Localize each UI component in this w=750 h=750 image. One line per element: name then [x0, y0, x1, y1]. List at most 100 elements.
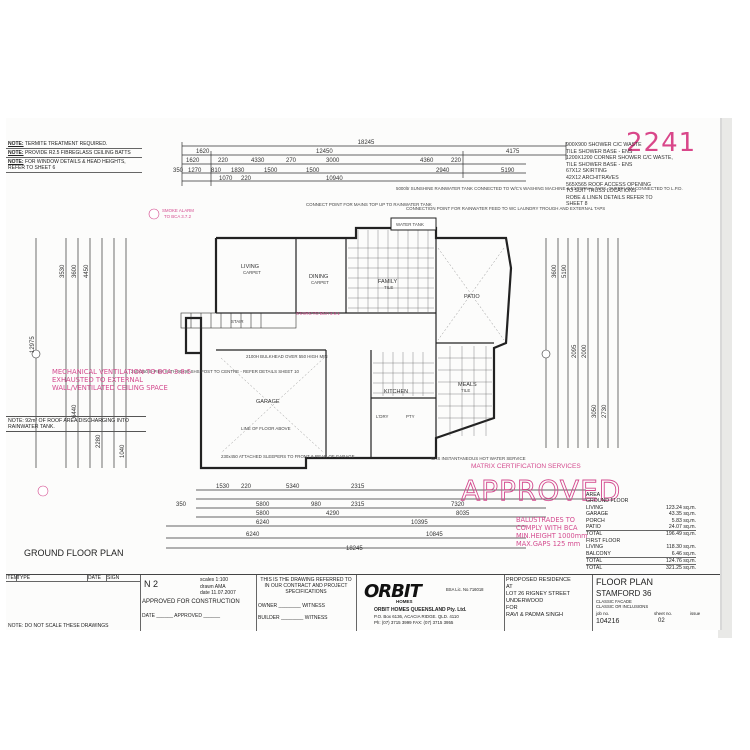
dim-bottom: 8035: [456, 511, 470, 517]
approval-cell: N 2 scales 1:100 drawn AMA date 11.07.20…: [140, 575, 257, 631]
company-cell: ORBIT HOMES BSA Lic. No.716018 ORBIT HOM…: [356, 575, 505, 631]
area-heading: AREA: [586, 492, 601, 498]
dim-top: 3000: [326, 158, 340, 164]
room-pantry: PTY: [406, 414, 415, 419]
room-family-floor: TILE: [384, 285, 393, 290]
sleepers-note: 230x450 ATTACHED SLEEPERS TO FRONT & REA…: [221, 454, 355, 459]
floor-plan-drawing: 18245 1620 12450 4175 1620 220 4330 270 …: [24, 140, 683, 558]
dim-top: 1270: [188, 168, 202, 174]
connect-point-note: CONNECT POINT FOR MAINS TOP UP TO RAINWA…: [306, 202, 432, 207]
revision-table: ITEM TYPE DATE SIGN NOTE: DO NOT SCALE T…: [6, 575, 141, 631]
dim-left: 2280: [96, 434, 102, 448]
room-living-floor: CARPET: [243, 270, 261, 275]
water-tank-symbol: [390, 217, 437, 231]
dim-top: 1620: [196, 149, 210, 155]
approved-stamp: APPROVED: [461, 474, 621, 507]
dim-bottom: 2315: [351, 484, 365, 490]
water-tank-label: WATER TANK: [396, 222, 424, 227]
dim-top: 4360: [420, 158, 434, 164]
dim-bottom: 6240: [246, 532, 260, 538]
mech-vent-icon: [37, 485, 49, 497]
dim-top: 220: [218, 158, 229, 164]
dim-right: 3050: [592, 404, 598, 418]
drawing-sheet: NOTE: TERMITE TREATMENT REQUIRED. NOTE: …: [6, 118, 720, 631]
mech-vent-note: MECHANICAL VENTILATION TO BCA 3.8.5 EXHA…: [52, 368, 192, 392]
area-first-heading: FIRST FLOOR: [586, 537, 621, 544]
dim-top: 220: [241, 176, 252, 182]
room-family: FAMILY: [378, 279, 397, 285]
contract-cell: THIS IS THE DRAWING REFERRED TO IN OUR C…: [256, 575, 357, 631]
dim-top: 12450: [316, 149, 333, 155]
balustrade-note: BALUSTRADES TO COMPLY WITH BCA MIN.HEIGH…: [516, 516, 588, 548]
room-garage: GARAGE: [256, 399, 280, 405]
dim-top: 5190: [501, 168, 515, 174]
tank-note: 5000ltr SUNSHINE RAINWATER TANK CONNECTE…: [396, 186, 683, 191]
line-of-floor-note: LINE OF FLOOR ABOVE: [241, 426, 291, 431]
dim-top: 1500: [306, 168, 320, 174]
dim-left: 6440: [72, 404, 78, 418]
stairs-compliance-note: STAIRS TO BCA 3.9.1: [296, 311, 340, 316]
plan-title: GROUND FLOOR PLAN: [24, 548, 124, 558]
dim-top: 1070: [219, 176, 233, 182]
sheet-info-cell: FLOOR PLAN STAMFORD 36 CLASSIC FACADE CL…: [596, 577, 701, 625]
dim-bottom: 10395: [411, 520, 428, 526]
room-kitchen: KITCHEN: [384, 389, 408, 395]
note-batts: NOTE: PROVIDE R2.5 FIBREGLASS CEILING BA…: [6, 149, 142, 158]
dim-left: 3600: [72, 264, 78, 278]
dim-bottom: 2315: [351, 502, 365, 508]
room-dining: DINING: [309, 274, 328, 280]
smoke-alarm-label: SMOKE ALARM: [162, 208, 194, 213]
room-laundry: L'DRY: [376, 414, 389, 419]
dim-top: 1830: [231, 168, 245, 174]
stair-label: STAIR: [231, 319, 244, 324]
dim-bottom: 980: [311, 502, 322, 508]
fixture-notes: 900X900 SHOWER C/C WASTE TILE SHOWER BAS…: [566, 142, 673, 208]
dim-overall-top: 18245: [358, 140, 375, 146]
note-windows: NOTE: FOR WINDOW DETAILS & HEAD HEIGHTS,…: [6, 158, 142, 173]
dim-top: 4330: [251, 158, 265, 164]
room-meals-floor: TILE: [461, 388, 470, 393]
page-edge: [718, 118, 732, 638]
dim-left: 4450: [84, 264, 90, 278]
dim-overall-bottom: 18245: [346, 546, 363, 552]
dim-right: 2000: [582, 344, 588, 358]
post-note: 250x250 B-PIER WITH 90x90 SHS POST TO CE…: [131, 369, 300, 374]
grid-marker-b: [541, 349, 551, 359]
dim-left: 3530: [60, 264, 66, 278]
rainwater-feed-note: CONNECTION POINT FOR RAINWATER FEED TO W…: [406, 206, 605, 211]
dim-right: 2730: [602, 404, 608, 418]
dim-top: 270: [286, 158, 297, 164]
dim-right: 2095: [572, 344, 578, 358]
project-cell: PROPOSED RESIDENCE AT LOT 26 RIGNEY STRE…: [504, 575, 593, 631]
dim-left: 12975: [30, 336, 36, 353]
bulkhead-note: 2100H BULKHEAD OVER 550 HIGH MIN: [246, 354, 328, 359]
title-block: ITEM TYPE DATE SIGN NOTE: DO NOT SCALE T…: [6, 574, 720, 631]
grid-marker-a: [31, 349, 41, 359]
sheet-code: 2241: [626, 128, 697, 158]
dim-bottom: 5340: [286, 484, 300, 490]
room-patio: PATIO: [464, 294, 480, 300]
revision-number: N 2: [144, 579, 159, 589]
certification-stamp: MATRIX CERTIFICATION SERVICES: [471, 463, 581, 470]
dim-top: 4175: [506, 149, 520, 155]
dim-bottom: 350: [176, 502, 187, 508]
dim-right: 3600: [552, 264, 558, 278]
dont-scale-note: NOTE: DO NOT SCALE THESE DRAWINGS: [8, 623, 109, 629]
roof-note: NOTE: 92m² OF ROOF AREA DISCHARGING INTO…: [6, 416, 146, 432]
dim-top: 10940: [326, 176, 343, 182]
note-termite: NOTE: TERMITE TREATMENT REQUIRED.: [6, 140, 142, 149]
room-dining-floor: CARPET: [311, 280, 329, 285]
room-meals: MEALS: [458, 382, 477, 388]
dim-bottom: 10845: [426, 532, 443, 538]
dim-top: 2940: [436, 168, 450, 174]
dim-top: 1500: [264, 168, 278, 174]
design-name: STAMFORD 36: [596, 589, 652, 598]
